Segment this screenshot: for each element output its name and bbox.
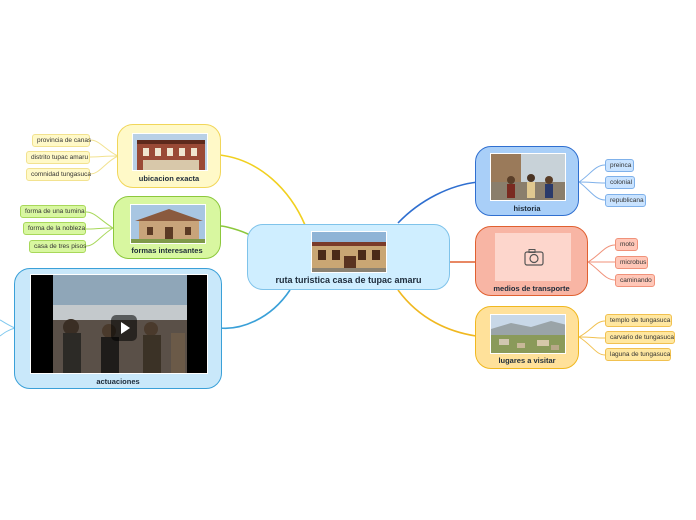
branch-actuaciones[interactable]: actuaciones [14, 268, 222, 389]
branch-historia[interactable]: historia [475, 146, 579, 216]
ubicacion-photo [132, 133, 208, 171]
leaf-preinca[interactable]: preinca [605, 159, 634, 172]
leaf-republicana[interactable]: republicana [605, 194, 646, 207]
leaf-microbus[interactable]: microbus [615, 256, 648, 269]
leaf-forma-nobleza[interactable]: forma de la nobleza [23, 222, 86, 235]
leaf-carvario[interactable]: carvario de tungasuca [605, 331, 675, 344]
historia-photo [490, 153, 566, 201]
medios-placeholder [495, 233, 571, 281]
play-icon[interactable] [111, 315, 137, 341]
branch-lugares-a-visitar[interactable]: lugares a visitar [475, 306, 579, 369]
historia-label: historia [513, 204, 541, 213]
leaf-templo[interactable]: templo de tungasuca [605, 314, 672, 327]
lugares-label: lugares a visitar [498, 356, 556, 365]
branch-ubicacion-exacta[interactable]: ubicacion exacta [117, 124, 221, 188]
camera-icon [524, 249, 544, 266]
branch-formas-interesantes[interactable]: formas interesantes [113, 196, 221, 259]
lugares-photo [490, 314, 566, 354]
leaf-caminando[interactable]: caminando [615, 274, 655, 287]
formas-label: formas interesantes [131, 246, 203, 255]
leaf-moto[interactable]: moto [615, 238, 638, 251]
central-topic[interactable]: ruta turistica casa de tupac amaru [247, 224, 450, 290]
actuaciones-label: actuaciones [96, 377, 140, 386]
central-photo [311, 231, 387, 273]
medios-label: medios de transporte [493, 284, 570, 293]
leaf-laguna[interactable]: laguna de tungasuca [605, 348, 671, 361]
actuaciones-video[interactable] [30, 274, 208, 374]
leaf-comunidad[interactable]: comnidad tungasuca [26, 168, 91, 181]
leaf-forma-tumina[interactable]: forma de una tumina [20, 205, 86, 218]
ubicacion-label: ubicacion exacta [138, 174, 200, 183]
branch-medios-de-transporte[interactable]: medios de transporte [475, 226, 588, 296]
leaf-provincia[interactable]: provincia de canas [32, 134, 91, 147]
leaf-distrito[interactable]: distrito tupac amaru [26, 151, 90, 164]
central-topic-label: ruta turistica casa de tupac amaru [275, 275, 422, 285]
leaf-casa-tres-pisos[interactable]: casa de tres pisos [29, 240, 86, 253]
leaf-colonial[interactable]: colonial [605, 176, 635, 189]
formas-photo [130, 204, 206, 244]
